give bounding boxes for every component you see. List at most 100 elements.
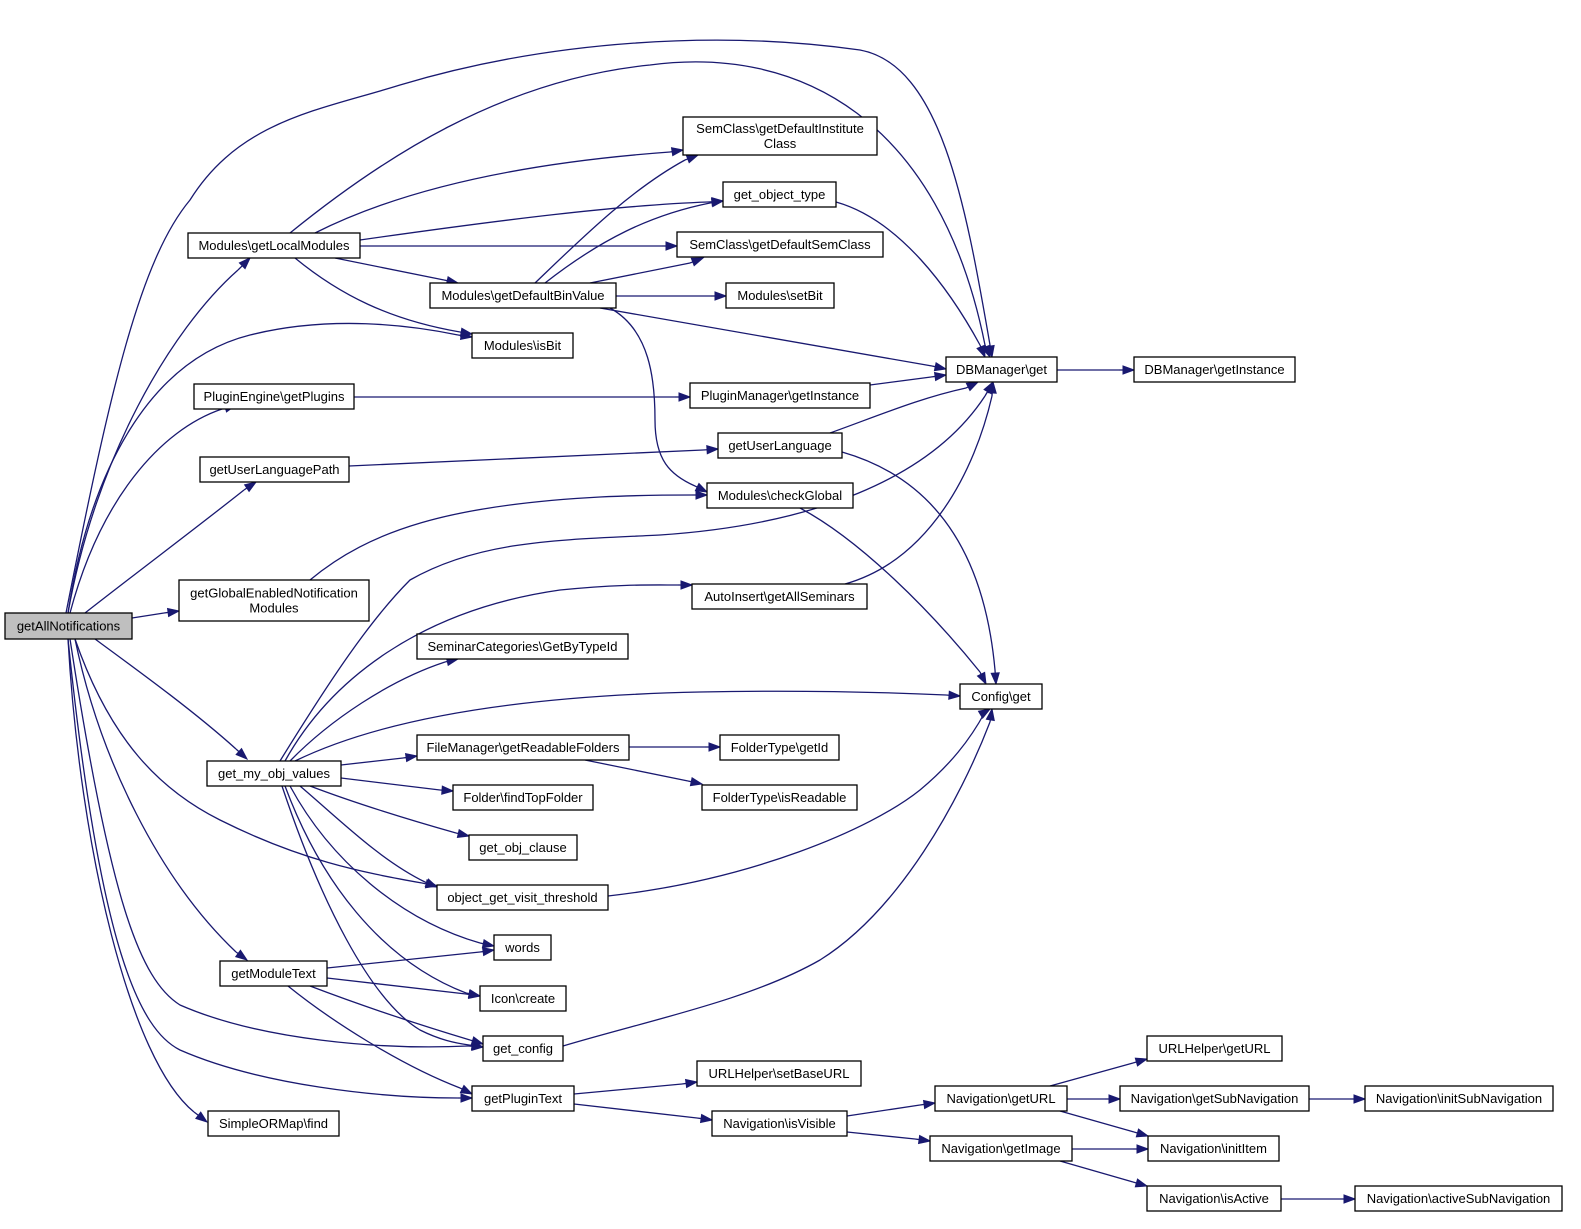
edge-getUserLanguagePath-to-getUserLanguage	[348, 445, 720, 467]
edge-arrowhead	[699, 1113, 714, 1124]
node-label: DBManager\get	[956, 362, 1047, 377]
node-isBit[interactable]: Modules\isBit	[471, 332, 574, 359]
edge-getReadableFolders-to-folderTypeIsReadable	[584, 759, 704, 787]
edge-getLocalModules-to-isBit	[294, 257, 474, 337]
node-label: Navigation\getImage	[941, 1141, 1060, 1156]
node-navGetSubNavigation[interactable]: Navigation\getSubNavigation	[1119, 1085, 1310, 1112]
node-getDefaultBinValue[interactable]: Modules\getDefaultBinValue	[429, 282, 617, 309]
node-navIsActive[interactable]: Navigation\isActive	[1146, 1185, 1282, 1212]
node-getUserLanguagePath[interactable]: getUserLanguagePath	[199, 456, 350, 483]
node-label: SeminarCategories\GetByTypeId	[427, 639, 617, 654]
node-get_my_obj_values[interactable]: get_my_obj_values	[206, 760, 342, 787]
node-dbGet[interactable]: DBManager\get	[945, 356, 1058, 383]
edge-get_my_obj_values-to-configGet	[294, 690, 962, 762]
node-root[interactable]: getAllNotifications	[4, 612, 133, 640]
edge-checkGlobal-to-configGet	[799, 507, 987, 686]
node-label: getPluginText	[484, 1091, 562, 1106]
edge-arrowhead	[684, 1078, 699, 1089]
node-checkGlobal[interactable]: Modules\checkGlobal	[706, 482, 854, 509]
node-navGetURL[interactable]: Navigation\getURL	[934, 1085, 1068, 1112]
edge-arrowhead	[983, 380, 994, 395]
node-get_config[interactable]: get_config	[482, 1035, 564, 1062]
edge-arrowhead	[977, 708, 992, 719]
edge-root-to-getModuleText	[74, 638, 249, 961]
edge-navIsActive-to-navActiveSubNavigation	[1281, 1194, 1357, 1204]
edge-getModuleText-to-iconCreate	[326, 977, 482, 1000]
node-label: object_get_visit_threshold	[447, 890, 597, 905]
edge-arrowhead	[985, 707, 995, 722]
edge-get_my_obj_values-to-getReadableFolders	[340, 752, 419, 766]
node-getLocalModules[interactable]: Modules\getLocalModules	[187, 232, 361, 259]
edge-arrowhead	[1122, 365, 1136, 375]
node-setBit[interactable]: Modules\setBit	[725, 282, 835, 309]
edge-navGetImage-to-navIsActive	[1059, 1160, 1149, 1188]
node-dbGetInstance[interactable]: DBManager\getInstance	[1133, 356, 1296, 383]
node-label: Modules\getLocalModules	[198, 238, 350, 253]
node-label: Modules\isBit	[484, 338, 562, 353]
edge-arrowhead	[690, 257, 705, 267]
edge-arrowhead	[665, 241, 679, 251]
edge-arrowhead	[238, 256, 252, 270]
node-navGetImage[interactable]: Navigation\getImage	[929, 1135, 1073, 1162]
node-setBaseURL[interactable]: URLHelper\setBaseURL	[696, 1060, 862, 1087]
node-get_object_type[interactable]: get_object_type	[722, 181, 837, 208]
node-findTopFolder[interactable]: Folder\findTopFolder	[452, 784, 594, 811]
edge-dbGet-to-dbGetInstance	[1057, 365, 1136, 375]
node-label: Navigation\initSubNavigation	[1376, 1091, 1542, 1106]
node-label: FileManager\getReadableFolders	[427, 740, 620, 755]
edge-get_my_obj_values-to-object_get_visit_threshold	[299, 785, 439, 888]
edge-getUserLanguage-to-configGet	[841, 451, 1000, 686]
edge-arrowhead	[424, 878, 439, 888]
node-getUserLanguage[interactable]: getUserLanguage	[717, 432, 843, 459]
edge-navGetURL-to-urlHelperGetURL	[1049, 1057, 1149, 1087]
node-getModuleText[interactable]: getModuleText	[219, 960, 328, 987]
node-getPlugins[interactable]: PluginEngine\getPlugins	[193, 383, 355, 410]
edge-arrowhead	[166, 607, 181, 618]
node-navIsVisible[interactable]: Navigation\isVisible	[711, 1110, 848, 1137]
node-navInitSubNavigation[interactable]: Navigation\initSubNavigation	[1364, 1085, 1554, 1112]
node-folderTypeIsReadable[interactable]: FolderType\isReadable	[701, 784, 858, 811]
node-get_obj_clause[interactable]: get_obj_clause	[468, 834, 578, 861]
edge-root-to-getPluginText	[67, 638, 474, 1103]
node-getPluginText[interactable]: getPluginText	[471, 1085, 575, 1112]
edge-arrowhead	[680, 580, 694, 590]
edge-arrowhead	[976, 671, 987, 686]
node-configGet[interactable]: Config\get	[959, 683, 1043, 710]
node-getAllSeminars[interactable]: AutoInsert\getAllSeminars	[691, 583, 868, 610]
edge-getReadableFolders-to-folderTypeGetId	[629, 742, 722, 752]
edge-get_object_type-to-dbGet	[835, 201, 986, 359]
edge-arrowhead	[714, 291, 728, 301]
node-getReadableFolders[interactable]: FileManager\getReadableFolders	[416, 734, 630, 761]
node-label: get_object_type	[734, 187, 826, 202]
node-navActiveSubNavigation[interactable]: Navigation\activeSubNavigation	[1354, 1185, 1563, 1212]
edge-getLocalModules-to-getDefaultInstituteClass	[314, 147, 685, 234]
node-pmGetInstance[interactable]: PluginManager\getInstance	[689, 382, 871, 409]
node-object_get_visit_threshold[interactable]: object_get_visit_threshold	[436, 884, 609, 911]
edge-arrowhead	[1343, 1194, 1357, 1204]
node-find[interactable]: SimpleORMap\find	[207, 1110, 340, 1137]
edge-getDefaultBinValue-to-get_object_type	[544, 198, 725, 284]
node-folderTypeGetId[interactable]: FolderType\getId	[719, 734, 840, 761]
node-words[interactable]: words	[493, 934, 552, 961]
node-label: Modules\checkGlobal	[718, 488, 842, 503]
edge-getGlobalEnabled-to-checkGlobal	[309, 490, 709, 581]
edge-getLocalModules-to-getDefaultBinValue	[334, 257, 460, 286]
edge-arrowhead	[470, 1036, 485, 1046]
edge-getPluginText-to-setBaseURL	[573, 1078, 699, 1095]
edge-arrowhead	[948, 690, 962, 700]
node-navInitItem[interactable]: Navigation\initItem	[1147, 1135, 1280, 1162]
edge-root-to-get_my_obj_values	[94, 638, 249, 760]
edge-arrowhead	[694, 482, 709, 493]
node-label: getUserLanguagePath	[209, 462, 339, 477]
node-label: FolderType\isReadable	[713, 790, 847, 805]
edge-arrowhead	[695, 490, 709, 500]
node-getDefaultSemClass[interactable]: SemClass\getDefaultSemClass	[676, 231, 884, 258]
node-urlHelperGetURL[interactable]: URLHelper\getURL	[1146, 1035, 1283, 1062]
edge-get_my_obj_values-to-get_config	[281, 785, 485, 1051]
node-getByTypeId[interactable]: SeminarCategories\GetByTypeId	[416, 633, 629, 660]
node-iconCreate[interactable]: Icon\create	[479, 985, 567, 1012]
node-label: Navigation\getURL	[946, 1091, 1055, 1106]
edge-arrowhead	[459, 1084, 474, 1095]
